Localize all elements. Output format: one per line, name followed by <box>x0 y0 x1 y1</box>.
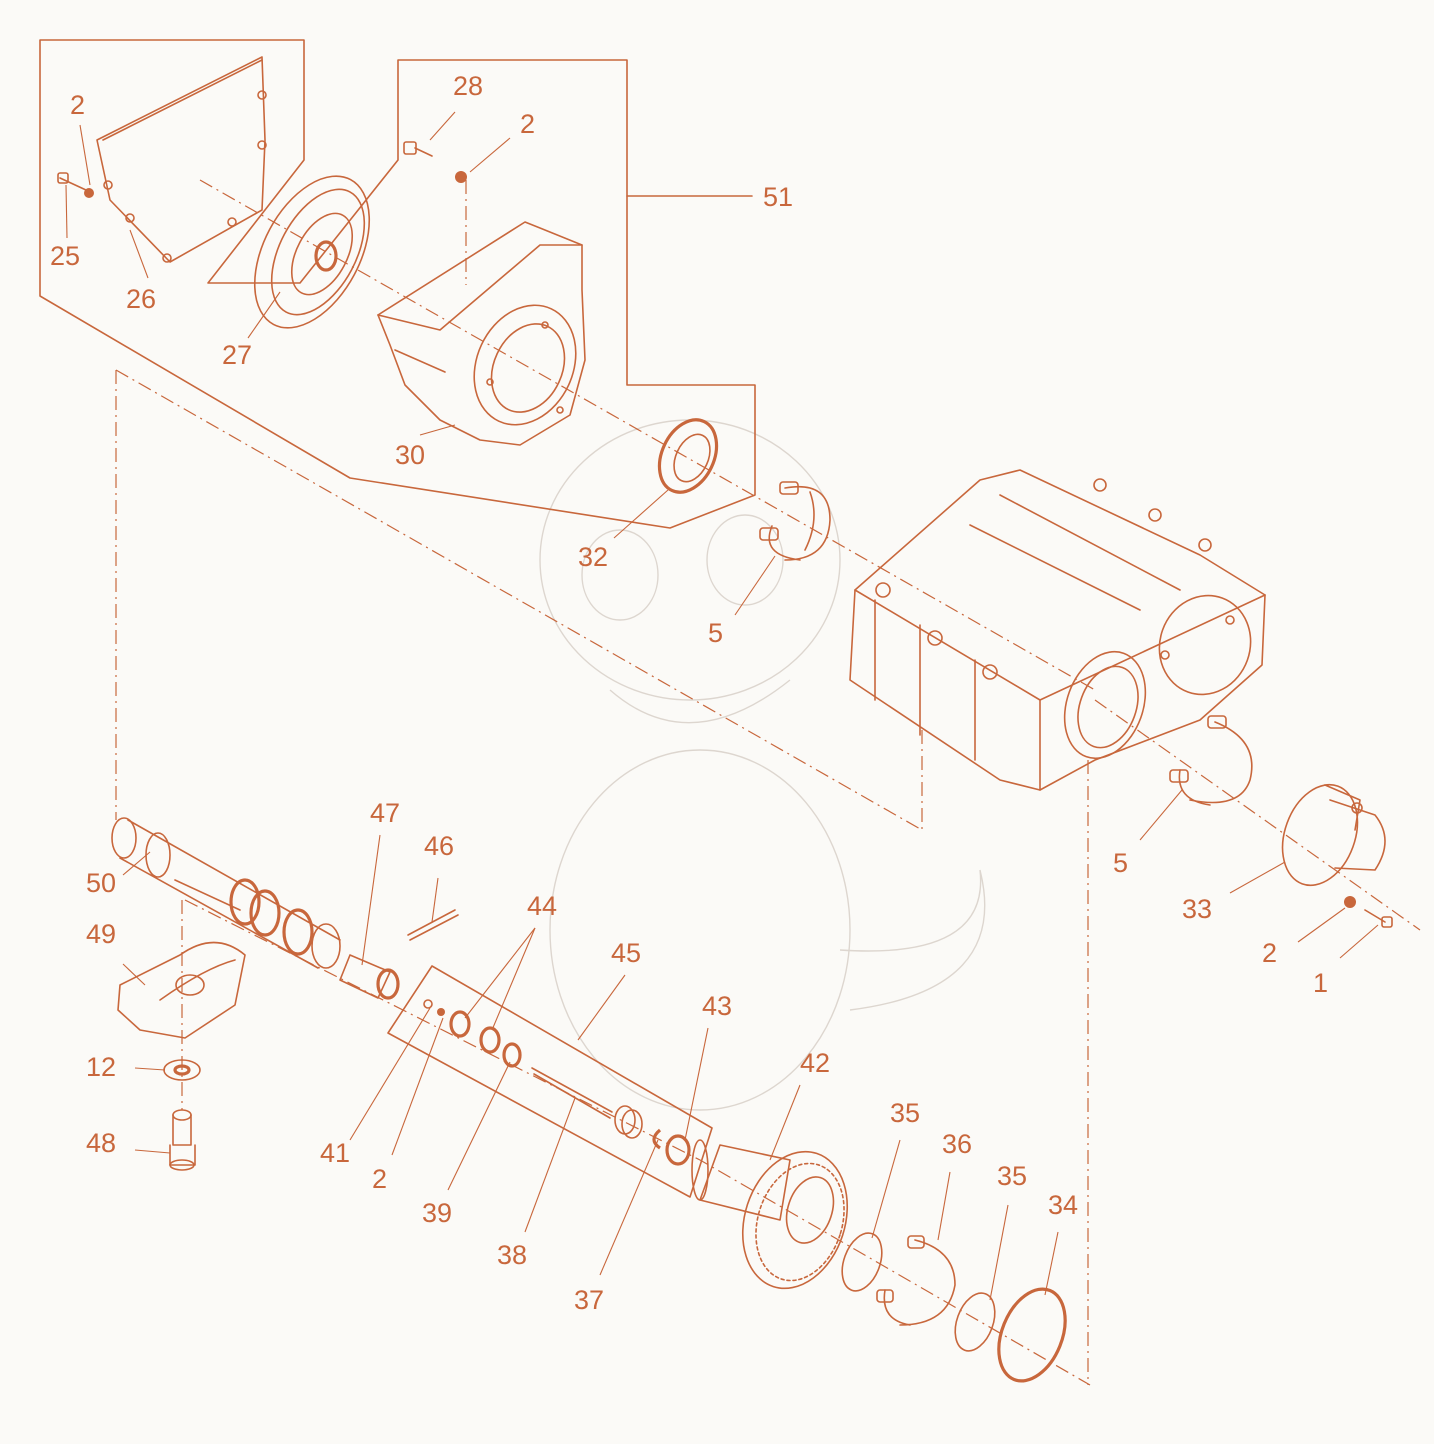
label-28: 28 <box>453 71 483 101</box>
part-37-clip <box>652 1128 662 1150</box>
label-50: 50 <box>86 868 116 898</box>
group-outlines <box>39 39 756 1198</box>
part-32-seal <box>657 418 719 494</box>
label-38: 38 <box>497 1240 527 1270</box>
part-35-snap-ring-2 <box>954 1292 996 1352</box>
label-35: 35 <box>997 1161 1027 1191</box>
label-46: 46 <box>424 831 454 861</box>
label-2: 2 <box>520 109 535 139</box>
group-outline-upper <box>39 39 756 529</box>
label-25: 25 <box>50 241 80 271</box>
part-49-clamp <box>117 941 246 1039</box>
part-1-bolt <box>1344 896 1393 928</box>
part-43-seal-ring <box>665 1134 691 1166</box>
label-1: 1 <box>1313 968 1328 998</box>
label-37: 37 <box>574 1285 604 1315</box>
label-27: 27 <box>222 340 252 370</box>
part-27-pulley <box>253 175 371 329</box>
part-5-bearing-lower <box>1169 715 1253 806</box>
part-labels: 2 25 26 27 28 2 51 30 32 5 5 33 2 1 50 4… <box>50 71 1328 1315</box>
label-45: 45 <box>611 938 641 968</box>
part-48-screw <box>169 1109 196 1171</box>
label-48: 48 <box>86 1128 116 1158</box>
part-33-end-cover <box>1281 783 1386 887</box>
label-42: 42 <box>800 1048 830 1078</box>
part-36-bearing <box>876 1235 956 1326</box>
label-5: 5 <box>708 618 723 648</box>
part-34-ring <box>997 1287 1067 1383</box>
part-50-shaft <box>111 817 341 969</box>
label-35: 35 <box>890 1098 920 1128</box>
label-39: 39 <box>422 1198 452 1228</box>
label-2: 2 <box>70 90 85 120</box>
part-2-washer-pump <box>437 1008 445 1016</box>
label-49: 49 <box>86 919 116 949</box>
label-43: 43 <box>702 991 732 1021</box>
part-41-spring <box>423 999 433 1009</box>
label-47: 47 <box>370 798 400 828</box>
part-42-gear <box>691 1139 849 1290</box>
center-lines <box>115 179 1421 1386</box>
part-39-oring <box>502 1042 522 1068</box>
part-44-rings <box>449 1010 501 1054</box>
label-33: 33 <box>1182 894 1212 924</box>
label-2: 2 <box>1262 938 1277 968</box>
label-34: 34 <box>1048 1190 1078 1220</box>
main-gearbox-casing <box>849 469 1266 791</box>
part-35-snap-ring-1 <box>841 1232 883 1292</box>
part-38-plunger <box>531 1067 643 1139</box>
group-outline-pump <box>387 965 713 1198</box>
part-25-bolt <box>57 172 94 198</box>
label-32: 32 <box>578 542 608 572</box>
label-2: 2 <box>372 1164 387 1194</box>
label-51: 51 <box>763 182 793 212</box>
label-5: 5 <box>1113 848 1128 878</box>
part-47-bushing <box>339 954 400 1000</box>
label-41: 41 <box>320 1138 350 1168</box>
label-12: 12 <box>86 1052 116 1082</box>
part-5-bearing-upper <box>759 481 831 561</box>
watermark-figure <box>539 419 986 1111</box>
label-26: 26 <box>126 284 156 314</box>
leader-lines <box>65 111 1379 1301</box>
part-28-bolt <box>403 141 467 183</box>
part-46-pin <box>407 909 459 941</box>
label-44: 44 <box>527 891 557 921</box>
label-30: 30 <box>395 440 425 470</box>
part-26-cover-plate <box>96 56 267 263</box>
label-36: 36 <box>942 1129 972 1159</box>
part-30-housing <box>377 221 586 446</box>
